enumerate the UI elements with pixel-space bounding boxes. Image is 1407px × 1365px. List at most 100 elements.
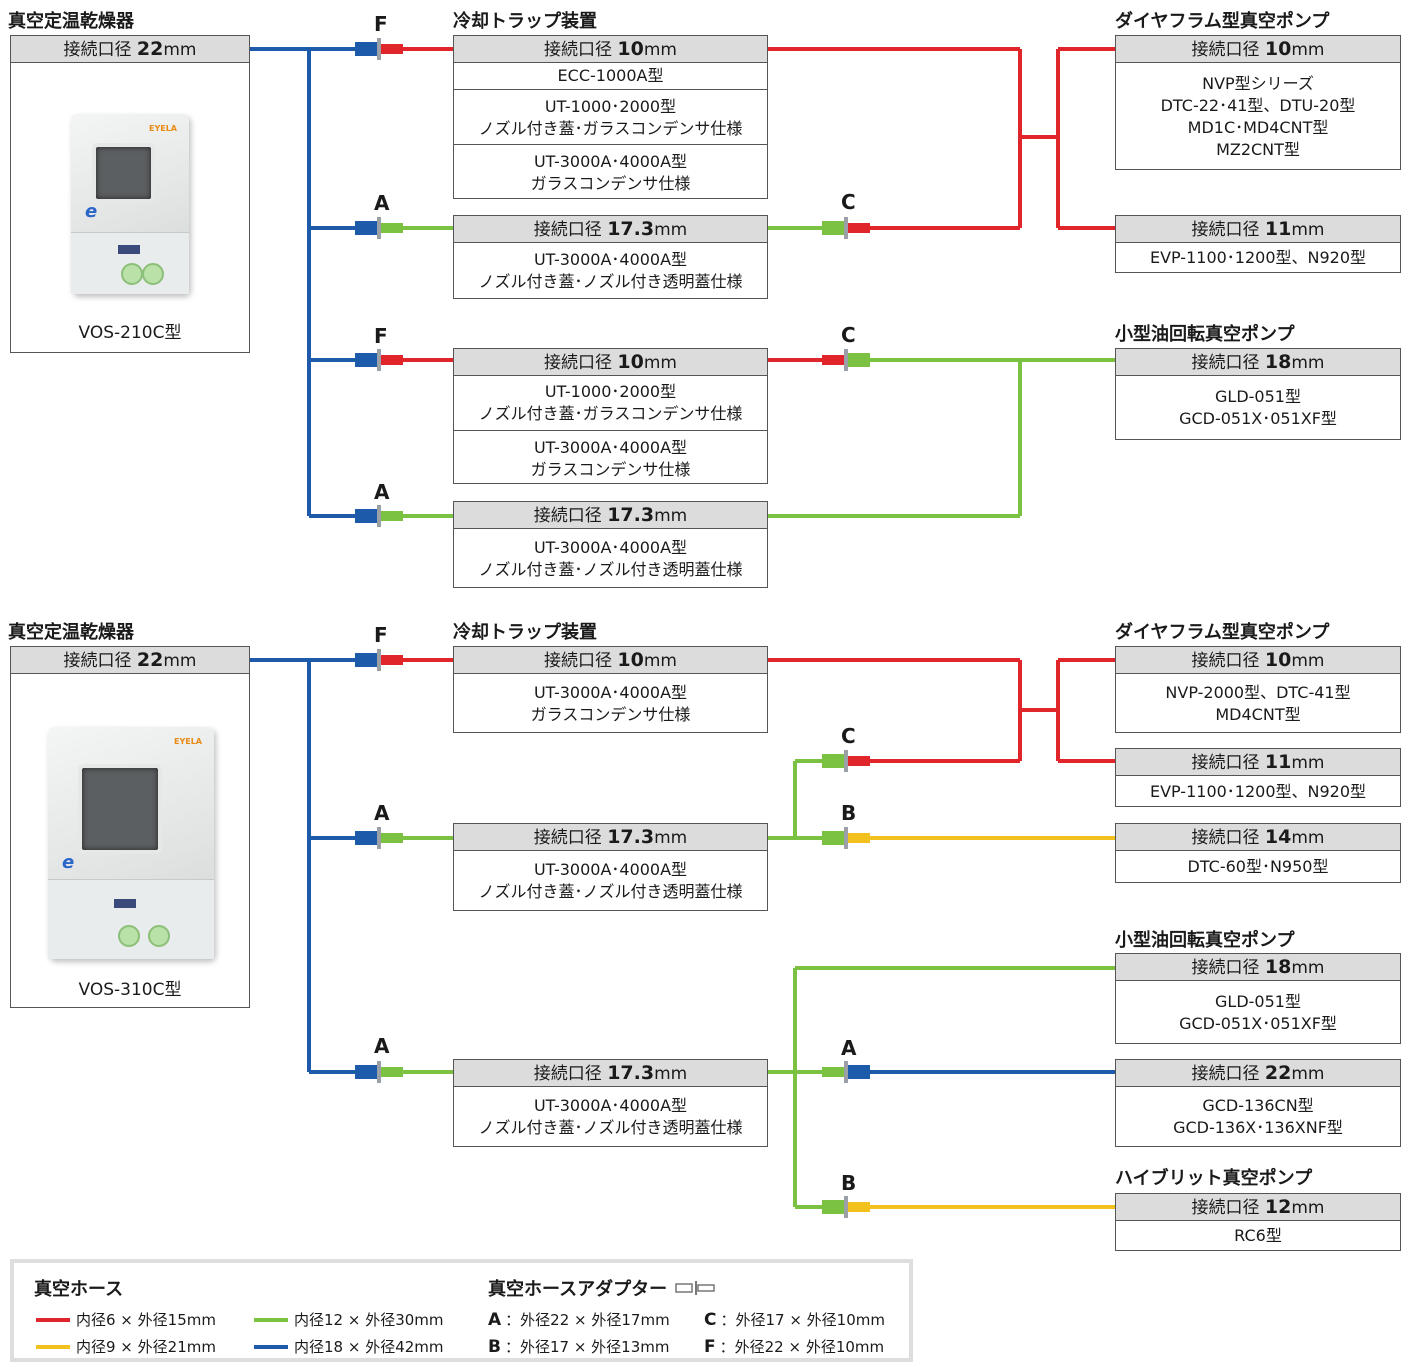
model-row: DTC-60型･N950型 [1187,857,1329,876]
connector-size: 14 [1264,826,1292,848]
section-title-oil: 小型油回転真空ポンプ [1115,930,1295,951]
brand-logo: EYELA [173,737,202,746]
adapter-tip [848,756,870,766]
legend-hose-red: 内径6 × 外径15mm [36,1309,216,1330]
connector-header: 接続口径 22mm [1116,1060,1400,1087]
adapter-label-f: F [374,623,388,647]
model-row: UT-3000A･4000A型ノズル付き蓋･ノズル付き透明蓋仕様 [478,860,743,901]
swatch-yellow [36,1344,70,1349]
adapter-flange [377,649,381,671]
adapter-label-c: C [841,190,856,214]
legend-hose-text: 内径6 × 外径15mm [76,1311,216,1329]
adapter-flange [377,349,381,371]
connector-header: 接続口径 17.3mm [454,502,767,529]
connector-header: 接続口径 10mm [454,349,767,376]
legend-hose-text: 内径9 × 外径21mm [76,1338,216,1356]
adapter-label-c: C [841,724,856,748]
section-title-hybrid: ハイブリット真空ポンプ [1115,1168,1313,1189]
adapter-flange [844,217,848,239]
connector-size: 18 [1264,956,1292,978]
section-title-oil: 小型油回転真空ポンプ [1115,324,1295,345]
adapter-body [822,221,844,235]
connector-header: 接続口径 10mm [1116,36,1400,63]
adapter-body [848,353,870,367]
connector-size: 17.3 [607,504,655,526]
connector-header: 接続口径 12mm [1116,1194,1400,1221]
adapter-flange [377,217,381,239]
adapter-tip [848,1202,870,1212]
legend-hose-title: 真空ホース [34,1279,124,1300]
adapter-flange [844,349,848,371]
connector-size: 11 [1264,218,1292,240]
model-row: UT-3000A･4000A型ノズル付き蓋･ノズル付き透明蓋仕様 [478,1096,743,1137]
section-title-trap: 冷却トラップ装置 [453,11,597,32]
adapter-body [355,221,377,235]
knob [141,263,164,285]
control-panel [48,879,214,959]
model-row: EVP-1100･1200型、N920型 [1149,248,1367,267]
adapter-tip [381,1067,403,1077]
adapter-flange [377,505,381,527]
adapter-icon [675,1281,715,1295]
section-title-oven: 真空定温乾燥器 [8,622,134,643]
adapter-body [822,1200,844,1214]
model-row: UT-3000A･4000A型ガラスコンデンサ仕様 [454,430,767,486]
connector-header: 接続口径 10mm [1116,647,1400,674]
connector-header: 接続口径 11mm [1116,749,1400,776]
section-title-diaphragm: ダイヤフラム型真空ポンプ [1115,11,1330,32]
adapter-label-a: A [374,801,390,825]
connector-header: 接続口径 10mm [454,36,767,63]
connector-header: 接続口径 18mm [1116,349,1400,376]
legend-hose-blue: 内径18 × 外径42mm [254,1336,444,1357]
adapter-label-a: A [374,480,390,504]
connector-header: 接続口径 11mm [1116,216,1400,243]
connector-header: 接続口径 10mm [454,647,767,674]
section-title-diaphragm: ダイヤフラム型真空ポンプ [1115,622,1330,643]
connector-header: 接続口径 18mm [1116,954,1400,981]
connector-size: 10 [617,649,644,671]
oven-illustration: EYELA e [48,727,214,959]
maker-mark: e [62,852,75,874]
adapter-body [822,831,844,845]
adapter-tip [822,355,844,365]
legend: 真空ホース 内径6 × 外径15mm 内径12 × 外径30mm 内径9 × 外… [10,1259,913,1362]
legend-adapter-a: A：外径22 × 外径17mm [488,1309,670,1330]
connector-header: 接続口径 17.3mm [454,824,767,851]
knob [147,925,170,948]
adapter-tip [381,355,403,365]
connector-size: 17.3 [607,826,655,848]
adapter-label-b: B [841,1171,857,1195]
connector-header: 接続口径 14mm [1116,824,1400,851]
connector-size: 22 [1264,1062,1292,1084]
swatch-blue [254,1344,288,1349]
adapter-flange [377,38,381,60]
adapter-flange [844,1061,848,1083]
legend-adapter-b: B：外径17 × 外径13mm [488,1336,670,1357]
adapter-tip [822,1067,844,1077]
adapter-label-f: F [374,324,388,348]
section-title-trap: 冷却トラップ装置 [453,622,597,643]
adapter-body [355,1065,377,1079]
adapter-body [822,754,844,768]
connector-size: 18 [1264,351,1292,373]
adapter-flange [377,1061,381,1083]
swatch-green [254,1317,288,1322]
